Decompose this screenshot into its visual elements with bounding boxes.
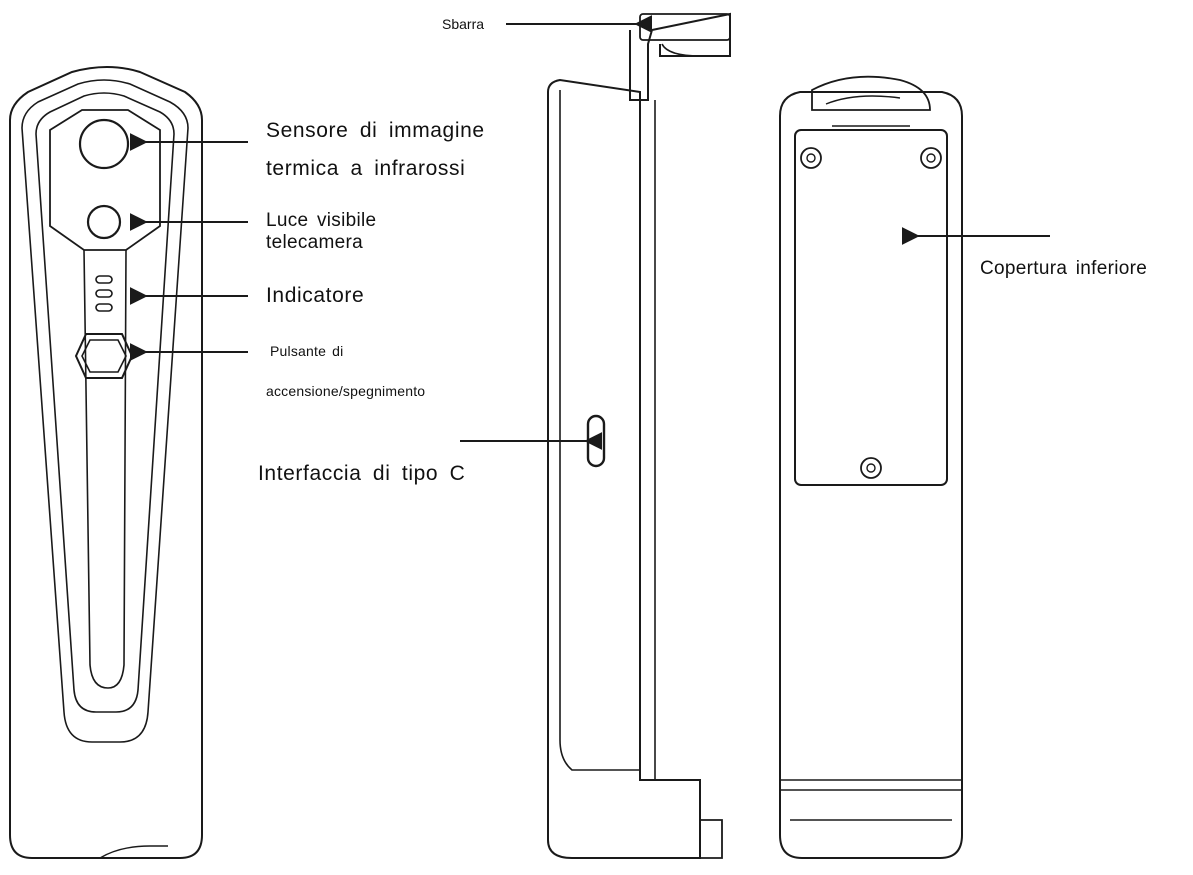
back-bottom-clip [780, 779, 962, 821]
back-view [779, 75, 963, 859]
power-button-inner [81, 339, 127, 373]
label-camera-line1: Luce visibile [266, 210, 377, 231]
clip-tab [661, 43, 726, 57]
side-view [547, 12, 731, 859]
label-cover: Copertura inferiore [980, 258, 1148, 279]
usb-c-port [586, 414, 606, 468]
front-panel-outer [21, 79, 189, 743]
leader-arrows [129, 15, 1050, 450]
back-body-outline [779, 91, 963, 859]
clip-lower-hook [655, 779, 723, 859]
label-sensor-line2: termica a infrarossi [266, 157, 466, 180]
label-sbarra: Sbarra [442, 16, 485, 32]
back-clip-detail [825, 95, 910, 127]
screw-top-right-inner [926, 153, 936, 163]
label-power-line1: Pulsante di [270, 343, 344, 359]
screw-top-left-inner [806, 153, 816, 163]
screw-top-left [800, 147, 822, 169]
label-sensor-line1: Sensore di immagine [266, 119, 485, 142]
indicator-light-2 [95, 289, 113, 298]
front-body-outline [9, 66, 203, 859]
front-bottom-detail [99, 845, 168, 859]
label-camera-line2: telecamera [266, 232, 363, 253]
indicator-light-3 [95, 303, 113, 312]
label-power-line2: accensione/spegnimento [266, 383, 426, 399]
front-view [9, 66, 203, 859]
screw-bottom-inner [866, 463, 876, 473]
clip-top [639, 13, 731, 41]
camera-lens [86, 204, 122, 240]
screw-top-right [920, 147, 942, 169]
power-button-outer [74, 333, 134, 379]
thermal-sensor-lens [78, 118, 130, 170]
front-panel-inner [35, 92, 175, 713]
clip-bar [629, 12, 731, 101]
screw-bottom [860, 457, 882, 479]
back-clip-top [811, 75, 931, 111]
label-indicator: Indicatore [266, 284, 365, 307]
indicator-light-1 [95, 275, 113, 284]
battery-cover [794, 129, 948, 486]
label-typec: Interfaccia di tipo C [258, 462, 466, 485]
side-body-outline [547, 78, 701, 859]
side-body-inner-line [559, 90, 640, 771]
front-taper [83, 249, 127, 689]
lens-hexagon [49, 109, 161, 251]
